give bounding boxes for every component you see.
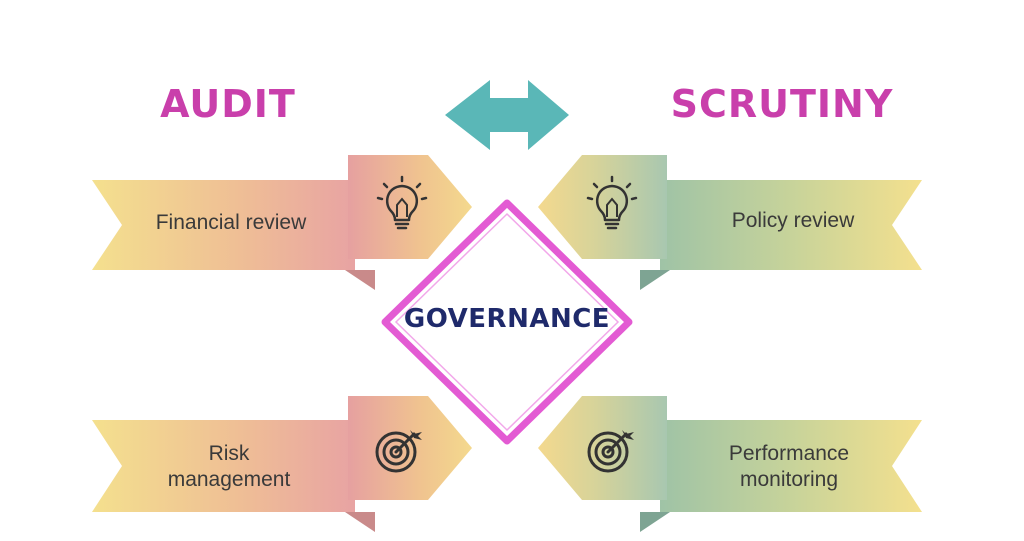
risk-management-label: Risk management bbox=[118, 441, 340, 493]
governance-label: GOVERNANCE bbox=[403, 304, 611, 334]
risk-management-line1: Risk bbox=[208, 442, 250, 465]
double-arrow-icon bbox=[445, 80, 569, 150]
ribbon-performance-monitoring bbox=[538, 396, 922, 532]
governance-diamond bbox=[381, 199, 633, 445]
performance-monitoring-label: Performance monitoring bbox=[678, 441, 900, 493]
scrutiny-heading: SCRUTINY bbox=[671, 82, 894, 126]
financial-review-label: Financial review bbox=[155, 211, 307, 234]
ribbon-risk-management bbox=[92, 396, 472, 532]
risk-management-line2: management bbox=[167, 468, 291, 491]
ribbon-policy-review bbox=[538, 155, 922, 290]
policy-review-label: Policy review bbox=[731, 209, 855, 232]
performance-monitoring-line2: monitoring bbox=[739, 468, 839, 491]
audit-heading: AUDIT bbox=[160, 82, 296, 126]
performance-monitoring-line1: Performance bbox=[728, 442, 850, 465]
ribbon-financial-review bbox=[92, 155, 472, 290]
